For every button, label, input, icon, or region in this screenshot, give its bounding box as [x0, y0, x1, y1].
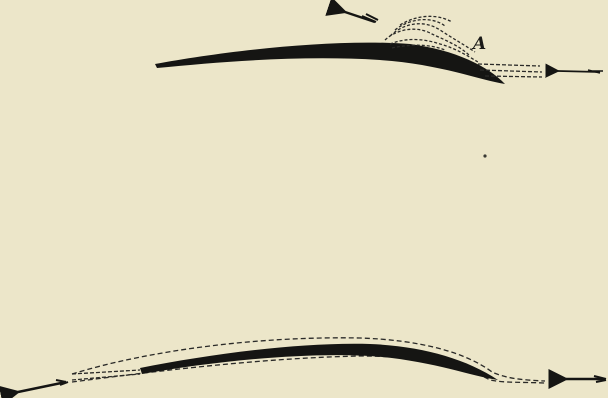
point-a-label: A [473, 36, 486, 53]
lower-airfoil-group [18, 338, 606, 392]
upper-airfoil-shape [155, 43, 505, 84]
lower-outgoing-arrow [18, 382, 66, 392]
upper-airfoil-group [155, 12, 603, 84]
paper-speck [483, 154, 486, 157]
